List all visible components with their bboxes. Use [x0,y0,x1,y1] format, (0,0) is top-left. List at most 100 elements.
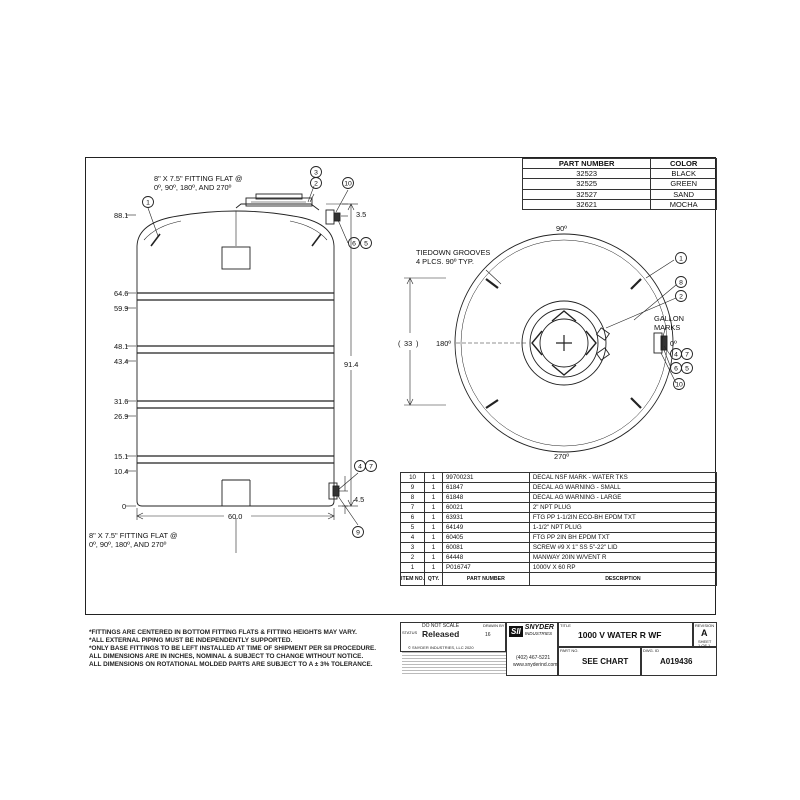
top-balloon-10: 10 [675,382,683,389]
top-balloon-6: 6 [674,366,678,373]
dwg-id-label: DWG. ID [643,648,659,653]
bom-cell: 60081 [441,542,530,554]
title-label: TITLE [560,623,571,628]
balloon-10: 10 [344,181,352,188]
balloon-1: 1 [146,200,150,207]
logo-mark: SII [509,625,523,637]
bom-cell: DECAL NSF MARK - WATER TKS [528,471,718,484]
bom-cell: P016747 [441,562,530,574]
do-not-scale: DO NOT SCALE [422,623,460,629]
part-no-box [558,647,641,676]
bom-cell: 8 [399,492,426,504]
top-balloon-8: 8 [679,280,683,287]
bom-cell: 5 [399,522,426,534]
height-label-43-4: 43.4 [114,357,128,366]
note-line: ALL DIMENSIONS ON ROTATIONAL MOLDED PART… [89,661,373,669]
dwg-id-box [641,647,717,676]
dwg-id-value: A019436 [660,657,693,666]
sheet-value: 1 OF 1 [698,643,711,648]
bom-cell: 99700231 [441,471,530,484]
height-label-59-9: 59.9 [114,304,128,313]
logo-name: SNYDER [524,624,554,631]
revision-value: A [701,628,708,638]
bom-cell: SCREW #9 X 1" SS 5"-22" LID [528,542,718,554]
tank-drawing: 8" X 7.5" FITTING FLAT @ 0º, 90º, 180º, … [89,166,693,553]
angle-0-label: 0º [670,339,677,348]
bom-cell: 60021 [441,502,530,514]
drawing-title: 1000 V WATER R WF [578,630,662,640]
status-label: STATUS [402,630,418,635]
height-label-15-1: 15.1 [114,452,128,461]
bom-cell: 4 [399,532,426,544]
bom-cell: 63931 [441,512,530,524]
bom-cell: 64448 [441,552,530,564]
top-balloon-7: 7 [685,352,689,359]
top-balloon-2: 2 [679,294,683,301]
top-fitting-note-line1: 8" X 7.5" FITTING FLAT @ [154,174,242,183]
color-table-cell: MOCHA [650,198,717,210]
tiedown-note-line1: TIEDOWN GROOVES [416,248,490,257]
bom-cell: 3 [399,542,426,554]
angle-90-label: 90º [556,224,567,233]
part-no-value: SEE CHART [582,657,629,666]
status-box [400,622,506,652]
bom-header: DESCRIPTION [528,572,718,587]
sheet-label: SHEET [698,639,712,644]
bom-cell: DECAL AG WARNING - LARGE [528,492,718,504]
overall-height-label: 91.4 [344,360,358,369]
balloon-7: 7 [369,464,373,471]
bom-header: ITEM NO. [399,572,426,587]
note-line: *ALL EXTERNAL PIPING MUST BE INDEPENDENT… [89,637,293,645]
bom-cell: 2 [399,552,426,564]
bom-cell: 10 [399,471,426,484]
angle-270-label: 270º [554,452,569,461]
bom-cell: 1 [424,562,443,574]
balloon-5: 5 [364,241,368,248]
website: www.snyderind.com [513,662,558,668]
balloon-9: 9 [356,530,360,537]
height-label-88-1: 88.1 [114,211,128,220]
logo-sub: INDUSTRIES [524,631,553,636]
bom-cell: 61847 [441,482,530,494]
note-line: *ONLY BASE FITTINGS TO BE LEFT INSTALLED… [89,645,377,653]
revision-label: REVISION [695,623,715,628]
top-balloon-1: 1 [679,256,683,263]
height-label-26-9: 26.9 [114,412,128,421]
bom-cell: 9 [399,482,426,494]
side-view [126,166,377,553]
bom-cell: 64149 [441,522,530,534]
bom-cell: 60405 [441,532,530,544]
balloon-2: 2 [314,181,318,188]
dim-33-open-paren: ( [398,339,401,348]
tiedown-note-line2: 4 PLCS. 90º TYP. [416,257,474,266]
top-balloon-4: 4 [674,352,678,359]
bom-cell: 61848 [441,492,530,504]
part-no-label: PART NO. [560,648,579,653]
bom-cell: 1 [424,471,443,484]
gallon-marks-line2: MARKS [654,323,680,332]
bom-cell: 1 [424,502,443,514]
height-label-10-4: 10.4 [114,467,128,476]
bom-cell: 1 [424,512,443,524]
bom-cell: 1-1/2" NPT PLUG [528,522,718,534]
bom-cell: 1 [424,552,443,564]
drawn-by: 16 [485,632,491,638]
balloon-3: 3 [314,170,318,177]
note-line: *FITTINGS ARE CENTERED IN BOTTOM FITTING… [89,629,357,636]
bom-cell: 1 [424,522,443,534]
bom-cell: FTG PP 2IN BH EPDM TXT [528,532,718,544]
bom-cell: FTG PP 1-1/2IN ECO-BH EPDM TXT [528,512,718,524]
snyder-logo: SII SNYDER INDUSTRIES [509,624,554,637]
top-fitting-note-line2: 0º, 90º, 180º, AND 270º [154,183,232,192]
